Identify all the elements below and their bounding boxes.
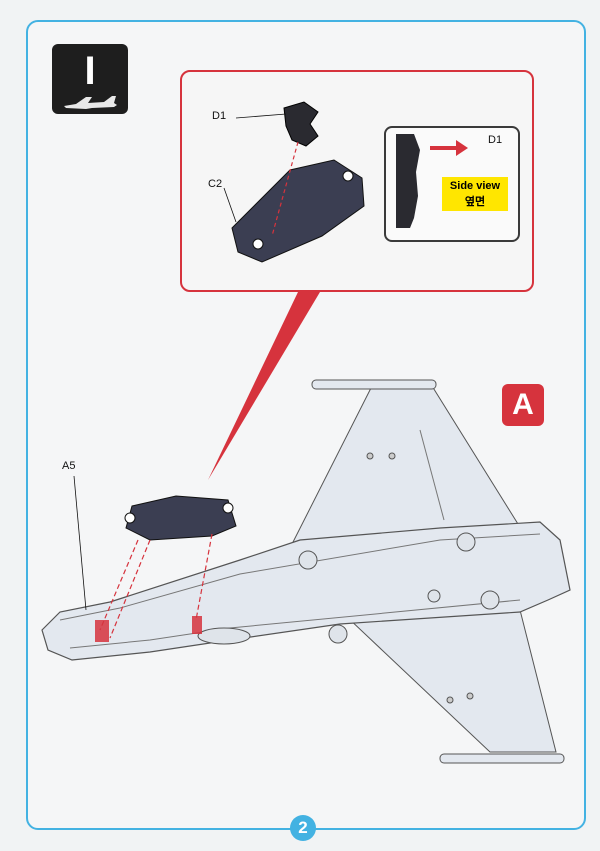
step-badge: I [52, 44, 128, 114]
subassembly-badge: A [502, 384, 544, 426]
part-d1-side [396, 134, 420, 228]
seat-assembly [124, 495, 237, 541]
fuselage-half-a5 [41, 521, 571, 661]
side-view-label: Side view 옆면 [442, 177, 508, 211]
a5-leader [73, 475, 87, 611]
part-d1 [283, 101, 319, 147]
arrow-right-icon [430, 140, 468, 156]
part-c2 [231, 159, 365, 263]
label-a5: A5 [62, 460, 76, 472]
jet-silhouette-icon [64, 96, 117, 109]
label-d1: D1 [212, 110, 227, 122]
step-number: I [84, 49, 96, 93]
side-view-en: Side view [449, 180, 501, 192]
assembly-guides [99, 533, 213, 639]
label-d1-side: D1 [488, 134, 503, 146]
callout-pointer [208, 292, 320, 480]
label-c2: C2 [208, 178, 223, 190]
side-view-ko: 옆면 [464, 196, 486, 208]
page-number: 2 [290, 815, 316, 841]
